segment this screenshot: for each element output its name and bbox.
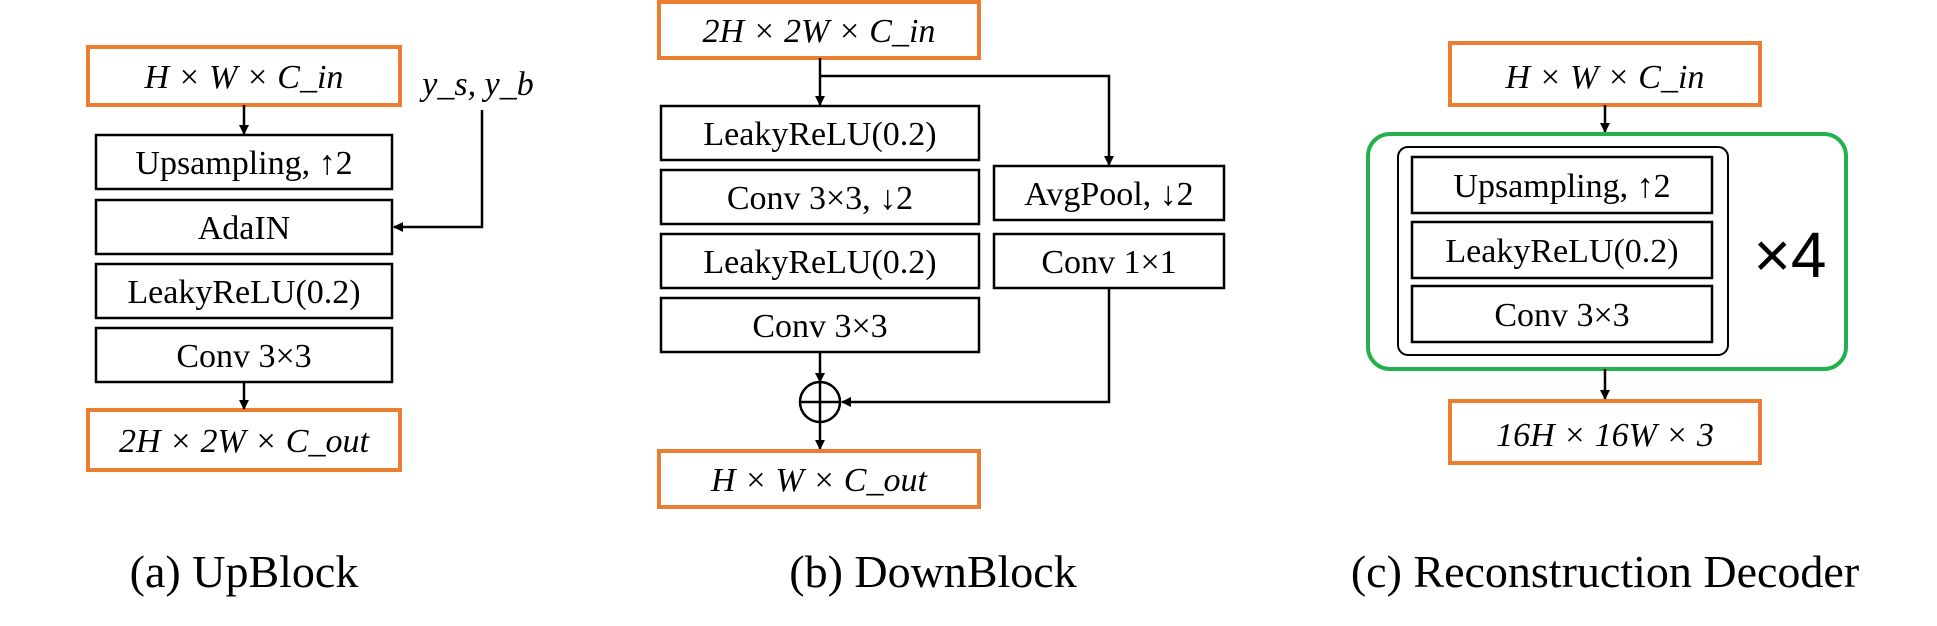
downblock-op-leakyrelu-1-label: LeakyReLU(0.2) <box>703 116 936 153</box>
upblock-output-label: 2H × 2W × C_out <box>119 423 370 460</box>
upblock-output-box <box>86 408 402 472</box>
decoder-op-conv <box>1410 284 1714 344</box>
downblock-arrow-input-to-skip <box>820 74 1114 166</box>
decoder-output-box <box>1448 399 1762 465</box>
upblock-op-adain-label: AdaIN <box>198 210 291 247</box>
upblock-op-upsampling-label: Upsampling, ↑2 <box>135 145 352 182</box>
decoder-repeat-label: ×4 <box>1754 219 1827 291</box>
decoder: H × W × C_in Upsampling, ↑2 LeakyReLU(0.… <box>1351 41 1859 597</box>
downblock-op-conv-down-label: Conv 3×3, ↓2 <box>727 180 913 217</box>
downblock-op-conv-down <box>659 168 981 226</box>
upblock-op-leakyrelu-label: LeakyReLU(0.2) <box>127 274 360 311</box>
downblock: 2H × 2W × C_in LeakyReLU(0.2) Conv 3×3, … <box>657 0 1226 597</box>
upblock-op-conv-label: Conv 3×3 <box>176 338 311 375</box>
decoder-output-label: 16H × 16W × 3 <box>1496 417 1714 454</box>
sum-icon <box>798 380 842 424</box>
upblock-op-adain <box>94 198 394 256</box>
upblock-caption: (a) UpBlock <box>130 546 359 597</box>
upblock: H × W × C_in y_s, y_b Upsampling, ↑2 Ada… <box>86 45 534 597</box>
downblock-op-conv <box>659 296 981 354</box>
downblock-op-avgpool-label: AvgPool, ↓2 <box>1024 176 1193 213</box>
downblock-input-box <box>657 0 981 60</box>
downblock-op-leakyrelu-2 <box>659 232 981 290</box>
decoder-input-label: H × W × C_in <box>1505 59 1705 96</box>
decoder-op-upsampling <box>1410 155 1714 215</box>
upblock-op-leakyrelu <box>94 262 394 320</box>
upblock-style-input-label: y_s, y_b <box>419 66 533 103</box>
upblock-op-upsampling <box>94 133 394 191</box>
downblock-input-label: 2H × 2W × C_in <box>703 13 936 50</box>
downblock-op-leakyrelu-2-label: LeakyReLU(0.2) <box>703 244 936 281</box>
downblock-op-leakyrelu-1 <box>659 104 981 162</box>
downblock-op-avgpool <box>992 164 1226 222</box>
downblock-arrow-skip-to-sum <box>841 288 1111 407</box>
downblock-output-label: H × W × C_out <box>710 462 928 499</box>
upblock-arrow-style-to-adain <box>393 110 484 232</box>
decoder-caption: (c) Reconstruction Decoder <box>1351 546 1859 597</box>
downblock-output-box <box>657 449 981 509</box>
decoder-op-conv-label: Conv 3×3 <box>1494 297 1629 334</box>
decoder-op-upsampling-label: Upsampling, ↑2 <box>1453 168 1670 205</box>
decoder-op-leakyrelu <box>1410 220 1714 280</box>
upblock-input-label: H × W × C_in <box>144 59 344 96</box>
downblock-op-conv-label: Conv 3×3 <box>752 308 887 345</box>
downblock-op-conv1x1-label: Conv 1×1 <box>1041 244 1176 281</box>
downblock-caption: (b) DownBlock <box>789 546 1076 597</box>
downblock-op-conv1x1 <box>992 232 1226 290</box>
decoder-op-leakyrelu-label: LeakyReLU(0.2) <box>1445 233 1678 270</box>
